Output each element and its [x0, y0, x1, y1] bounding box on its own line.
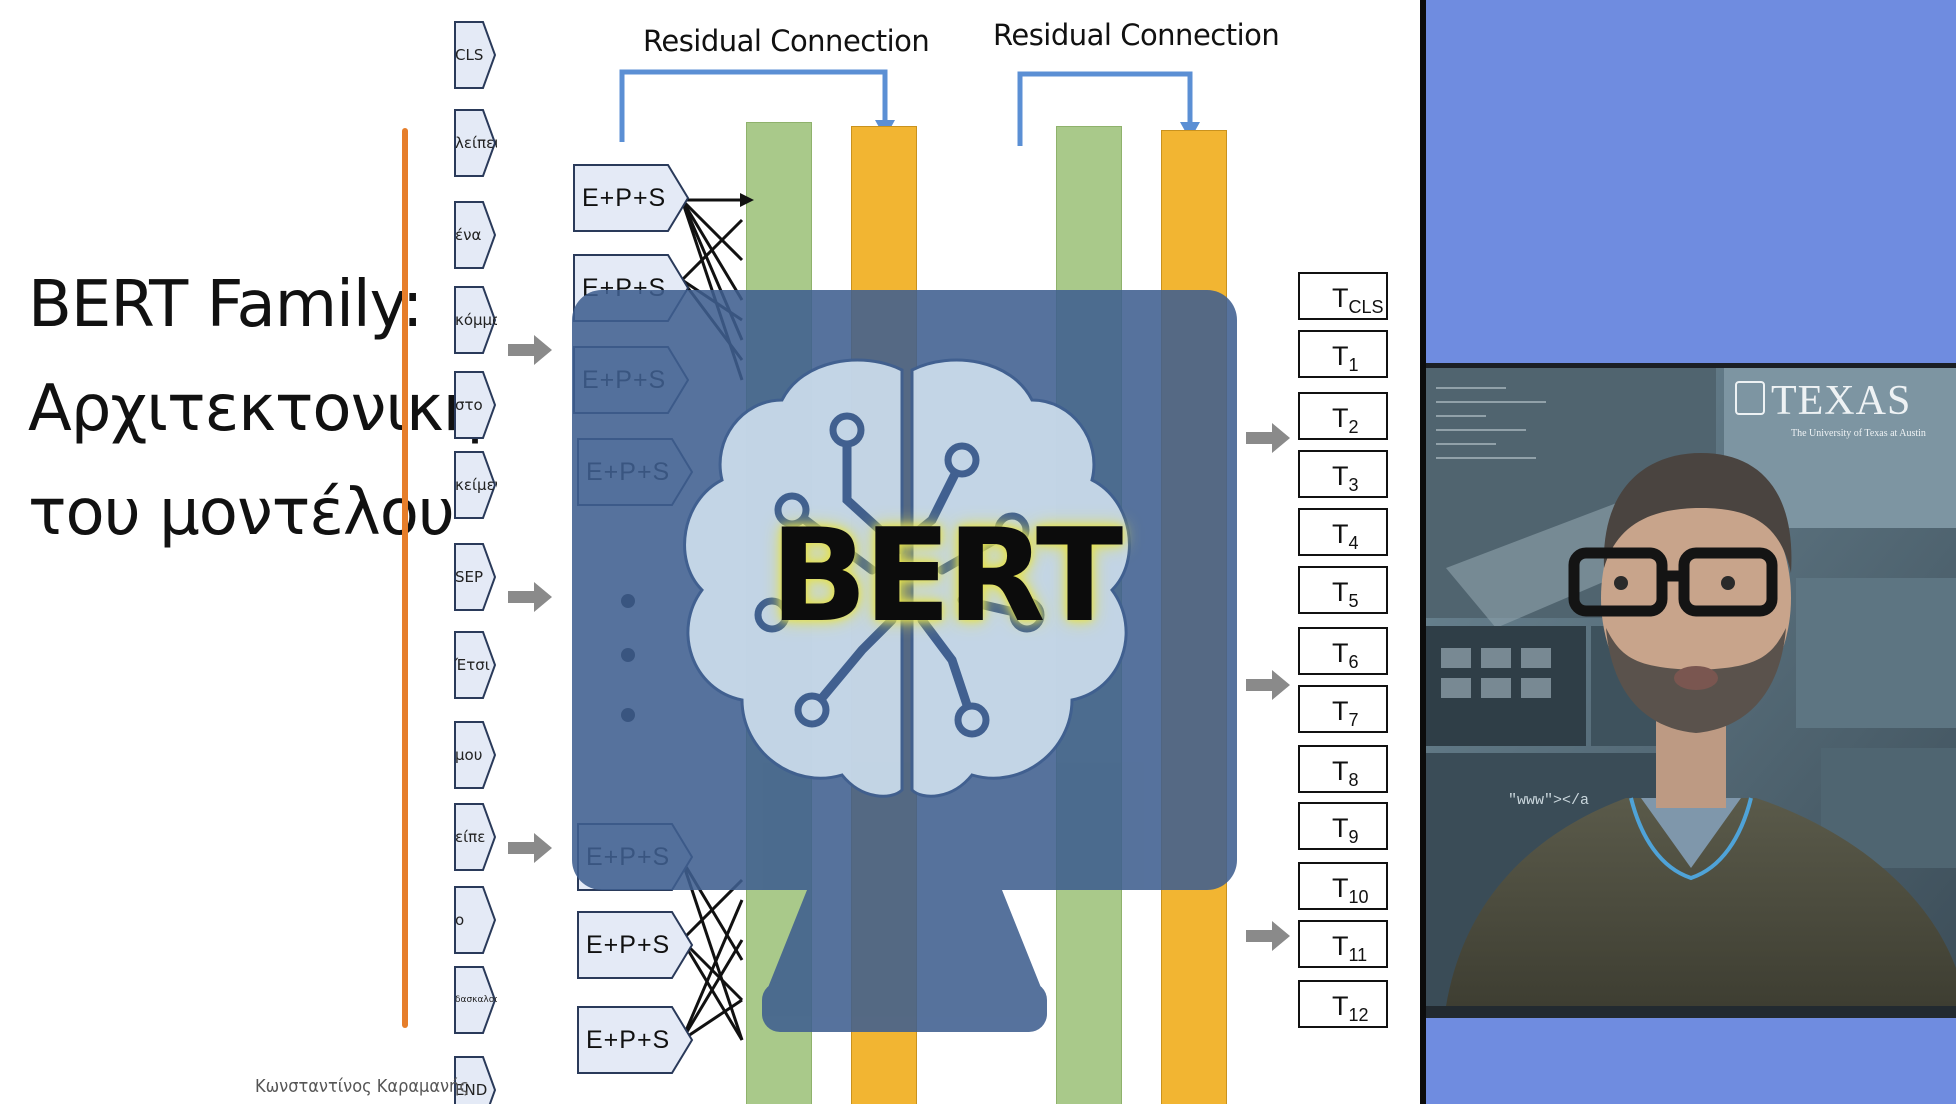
embedding-box: E+P+S	[576, 910, 696, 980]
arrow-right-icon	[1246, 921, 1290, 951]
token-tag: είπε	[453, 802, 497, 872]
token-tag: δασκαλος	[453, 965, 497, 1035]
token-tag: κείμενο	[453, 450, 497, 520]
token-tag: CLS	[453, 20, 497, 90]
arrow-right-icon	[1246, 423, 1290, 453]
embedding-box: E+P+S	[572, 163, 692, 233]
residual-connection-label-1: Residual Connection	[643, 24, 930, 58]
bert-brain-monitor-icon	[572, 290, 1237, 1032]
token-tag: ο	[453, 885, 497, 955]
bert-overlay-word: BERT	[770, 502, 1123, 651]
token-tag: κόμμα	[453, 285, 497, 355]
presenter-video-frame: "www"></a TEXAS The University of Texas …	[1426, 368, 1956, 1006]
token-bracket	[402, 128, 408, 1028]
author-credit: Κωνσταντίνος Καραμανής	[255, 1076, 469, 1097]
video-frame-bottom	[1426, 1006, 1956, 1018]
webcam-video: "www"></a TEXAS The University of Texas …	[1426, 368, 1956, 1006]
video-frame-top	[1426, 363, 1956, 369]
token-tag: END	[453, 1055, 497, 1104]
token-tag: SEP	[453, 542, 497, 612]
token-tag: λείπει	[453, 108, 497, 178]
token-tag: ένα	[453, 200, 497, 270]
arrow-right-icon	[508, 833, 552, 863]
arrow-right-icon	[1246, 670, 1290, 700]
embedding-box: E+P+S	[576, 1005, 696, 1075]
token-tag: Έτσι	[453, 630, 497, 700]
residual-connection-label-2: Residual Connection	[993, 18, 1280, 52]
slide-title-line-1: BERT Family:	[28, 268, 423, 342]
presentation-slide: BERT Family: Αρχιτεκτονική του μοντέλου …	[0, 0, 1420, 1104]
texas-logo-text: TEXAS	[1771, 378, 1911, 424]
slide-title-line-3: του μοντέλου	[28, 476, 455, 550]
arrow-right-icon	[508, 335, 552, 365]
token-tag: στο	[453, 370, 497, 440]
panel-divider	[1420, 0, 1426, 1104]
arrow-right-icon	[508, 582, 552, 612]
code-snippet-text: "www"></a	[1508, 792, 1589, 809]
slide-title-line-2: Αρχιτεκτονική	[28, 372, 483, 446]
token-tag: μου	[453, 720, 497, 790]
texas-logo-caption: The University of Texas at Austin	[1791, 428, 1926, 439]
